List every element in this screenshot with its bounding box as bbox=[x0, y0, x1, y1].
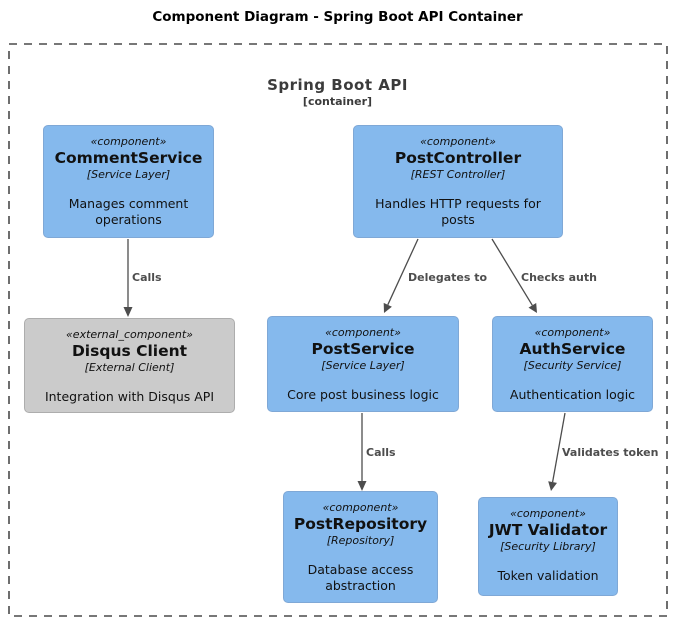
component-name: PostService bbox=[311, 340, 415, 358]
component-description: Manages comment operations bbox=[68, 196, 189, 227]
component-post-repository: «component» PostRepository [Repository] … bbox=[283, 491, 438, 603]
component-name: JWT Validator bbox=[488, 521, 608, 539]
component-type: [External Client] bbox=[84, 361, 175, 374]
component-auth-service: «component» AuthService [Security Servic… bbox=[492, 316, 653, 412]
stereotype-label: «component» bbox=[325, 326, 401, 339]
component-post-service: «component» PostService [Service Layer] … bbox=[267, 316, 459, 412]
component-type: [Repository] bbox=[326, 534, 395, 547]
component-comment-service: «component» CommentService [Service Laye… bbox=[43, 125, 214, 238]
component-jwt-validator: «component» JWT Validator [Security Libr… bbox=[478, 497, 618, 596]
component-name: Disqus Client bbox=[71, 342, 188, 360]
component-name: CommentService bbox=[54, 149, 203, 167]
stereotype-label: «component» bbox=[322, 501, 399, 514]
component-type: [Security Service] bbox=[523, 359, 622, 372]
component-description: Integration with Disqus API bbox=[44, 389, 215, 404]
component-description: Authentication logic bbox=[509, 387, 636, 402]
stereotype-label: «component» bbox=[510, 507, 586, 520]
component-description: Core post business logic bbox=[287, 387, 439, 402]
component-type: [Security Library] bbox=[500, 540, 596, 553]
component-name: PostRepository bbox=[293, 515, 428, 533]
component-description: Database access abstraction bbox=[307, 562, 414, 593]
component-type: [REST Controller] bbox=[410, 168, 506, 181]
boundary-type-label: [container] bbox=[302, 95, 373, 108]
component-description: Token validation bbox=[497, 568, 599, 583]
component-name: AuthService bbox=[519, 340, 626, 358]
stereotype-label: «component» bbox=[534, 326, 611, 339]
component-description: Handles HTTP requests for posts bbox=[375, 196, 541, 227]
component-disqus-client: «external_component» Disqus Client [Exte… bbox=[24, 318, 235, 413]
stereotype-label: «external_component» bbox=[66, 328, 193, 341]
edge-label-calls-disqus: Calls bbox=[132, 271, 162, 284]
stereotype-label: «component» bbox=[420, 135, 496, 148]
edge-label-calls-repository: Calls bbox=[366, 446, 396, 459]
component-type: [Service Layer] bbox=[86, 168, 171, 181]
edge-label-validates-token: Validates token bbox=[562, 446, 659, 459]
component-post-controller: «component» PostController [REST Control… bbox=[353, 125, 563, 238]
diagram-title: Component Diagram - Spring Boot API Cont… bbox=[152, 9, 523, 25]
edge-label-checks-auth: Checks auth bbox=[521, 271, 597, 284]
component-name: PostController bbox=[394, 149, 522, 167]
stereotype-label: «component» bbox=[90, 135, 167, 148]
boundary-title: Spring Boot API bbox=[267, 76, 408, 94]
component-type: [Service Layer] bbox=[321, 359, 405, 372]
edge-label-delegates-to: Delegates to bbox=[408, 271, 488, 284]
